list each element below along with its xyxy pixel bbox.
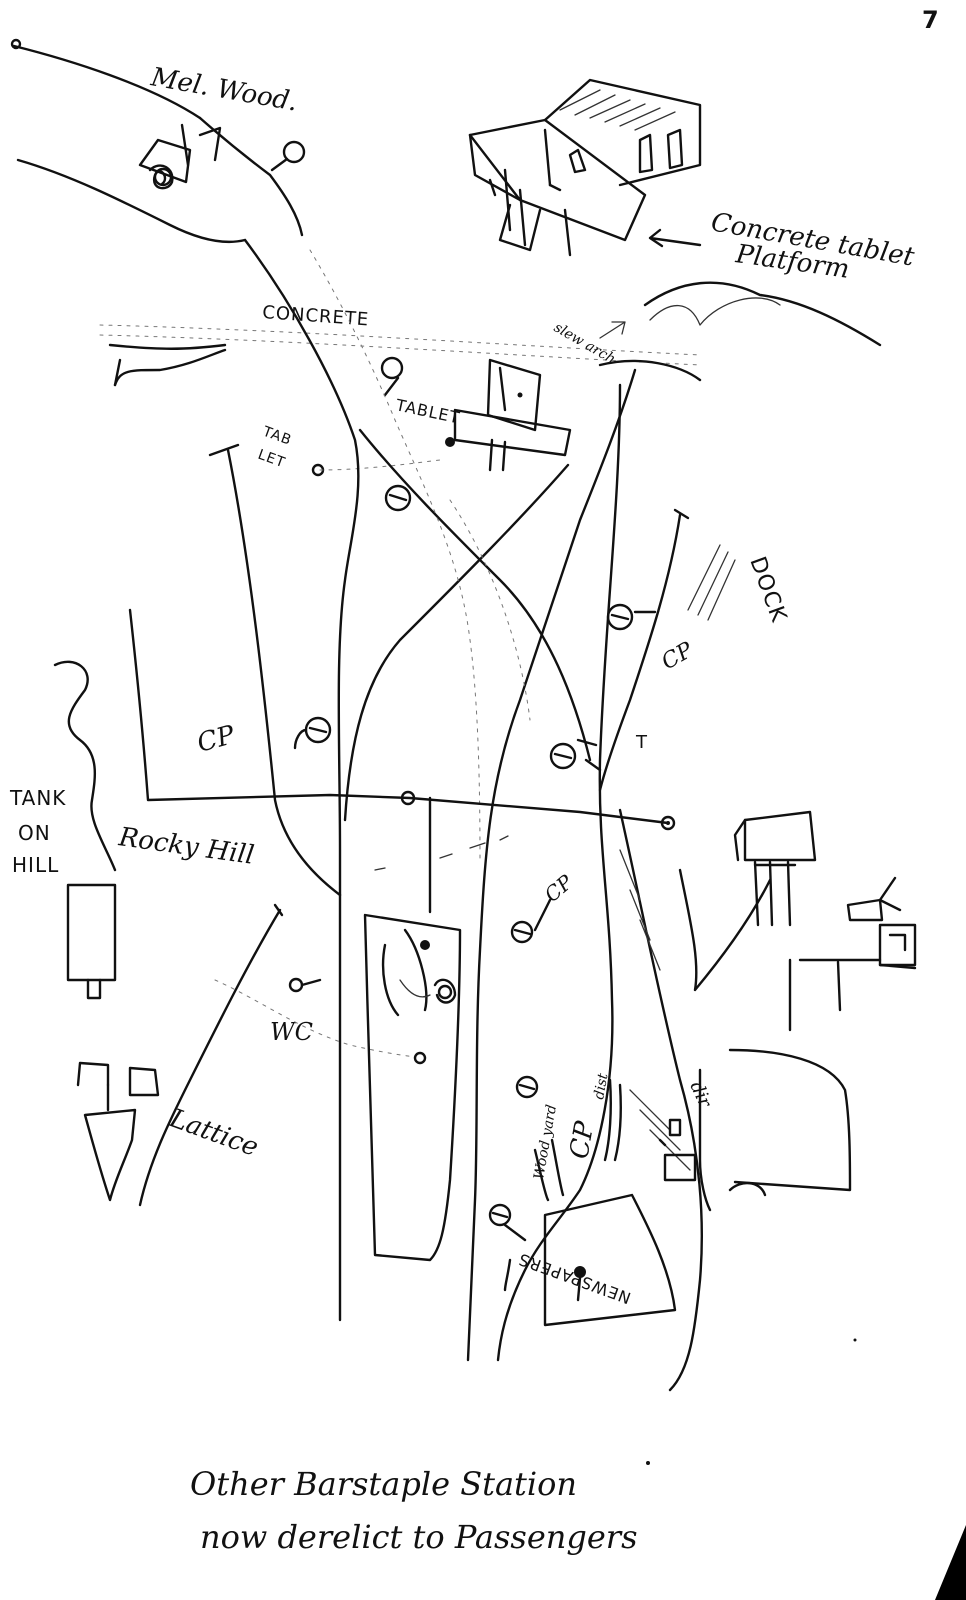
right-building-1 [733, 810, 817, 927]
signal-middle-top [384, 484, 412, 512]
label-newspapers: NEWSPAPERS [515, 1249, 633, 1307]
signal-wood-yard [515, 1075, 539, 1099]
label-concrete: CONCRETE [262, 302, 370, 330]
label-dock: DOCK [744, 554, 791, 626]
signal-top-left [270, 140, 306, 172]
wc-signal [288, 977, 322, 993]
caption-line-2: now derelict to Passengers [200, 1518, 638, 1556]
label-dir: dir [685, 1078, 716, 1112]
label-cp-left: CP [194, 720, 238, 759]
lower-track-mark [503, 1258, 512, 1292]
label-tablet: TABLET [393, 395, 462, 427]
lattice-structure [76, 1061, 160, 1202]
label-rocky-hill: Rocky Hill [116, 822, 256, 871]
tank-on-hill [66, 883, 117, 1000]
label-wc: WC [270, 1018, 313, 1046]
signal-dock [606, 603, 657, 631]
tablet-left-dashes [319, 459, 441, 471]
page-number: 7 [922, 6, 940, 34]
signal-platform-right [510, 898, 552, 944]
label-tablet-left-1: TAB [260, 423, 294, 449]
stray-dot-2 [853, 1338, 857, 1342]
signal-left-cp [293, 716, 332, 750]
top-left-fence [108, 343, 227, 387]
label-cp-mid: CP [540, 870, 578, 907]
label-tank-3: HILL [12, 853, 59, 877]
right-curve-lower [728, 1048, 852, 1192]
mel-wood-building [138, 123, 222, 190]
wc-dashes [214, 979, 416, 1058]
label-slew-arch: slew arch [551, 320, 618, 368]
top-left-road [10, 38, 304, 244]
right-hatch-lower [629, 1089, 691, 1171]
signal-lower [488, 1203, 527, 1242]
label-lattice: Lattice [165, 1103, 263, 1163]
platform-right-hatch [619, 849, 661, 971]
label-cp-lower: CP [564, 1119, 600, 1162]
signal-right-middle [549, 738, 602, 772]
railway-tracks [138, 238, 703, 1392]
slew-arch-arrow [599, 321, 626, 339]
wc-marker [413, 1051, 427, 1065]
dashes-mid [374, 835, 509, 871]
wood-yard-lines [533, 1078, 622, 1202]
tablet-platform-structure [468, 78, 702, 257]
hill-wiggle [53, 660, 117, 872]
hill-contour-right [643, 281, 882, 347]
hill-contour-right-2 [649, 297, 781, 326]
right-lower-curl [728, 1181, 767, 1197]
label-t: T [635, 732, 648, 753]
right-curve-building [678, 868, 772, 992]
concrete-band-top [99, 324, 701, 356]
label-cp-right: CP [658, 637, 699, 675]
platform-arrow [648, 228, 702, 248]
dock [687, 544, 736, 621]
label-mel-wood: Mel. Wood. [148, 62, 300, 117]
right-lower-fence [698, 1068, 712, 1212]
stray-dot-1 [646, 1461, 650, 1465]
label-tank-1: TANK [9, 786, 66, 810]
label-tank-2: ON [18, 821, 51, 845]
right-building-2 [788, 876, 917, 1032]
tablet-marker [445, 437, 455, 447]
concrete-band-bottom [99, 334, 701, 366]
label-tablet-left-2: LET [256, 447, 288, 472]
central-platform [363, 913, 462, 1262]
label-dist: dist [591, 1072, 611, 1101]
crossover-line [128, 608, 676, 914]
signal-tablet [380, 356, 404, 397]
caption-line-1: Other Barstaple Station [190, 1465, 577, 1503]
platform-top-right-edge [598, 359, 702, 382]
corner-shadow [935, 1525, 966, 1600]
dir-building [658, 1118, 697, 1182]
newspapers-building [543, 1193, 677, 1327]
tablet-hut [453, 358, 572, 472]
label-wood-yard: Wood yard [531, 1103, 560, 1180]
